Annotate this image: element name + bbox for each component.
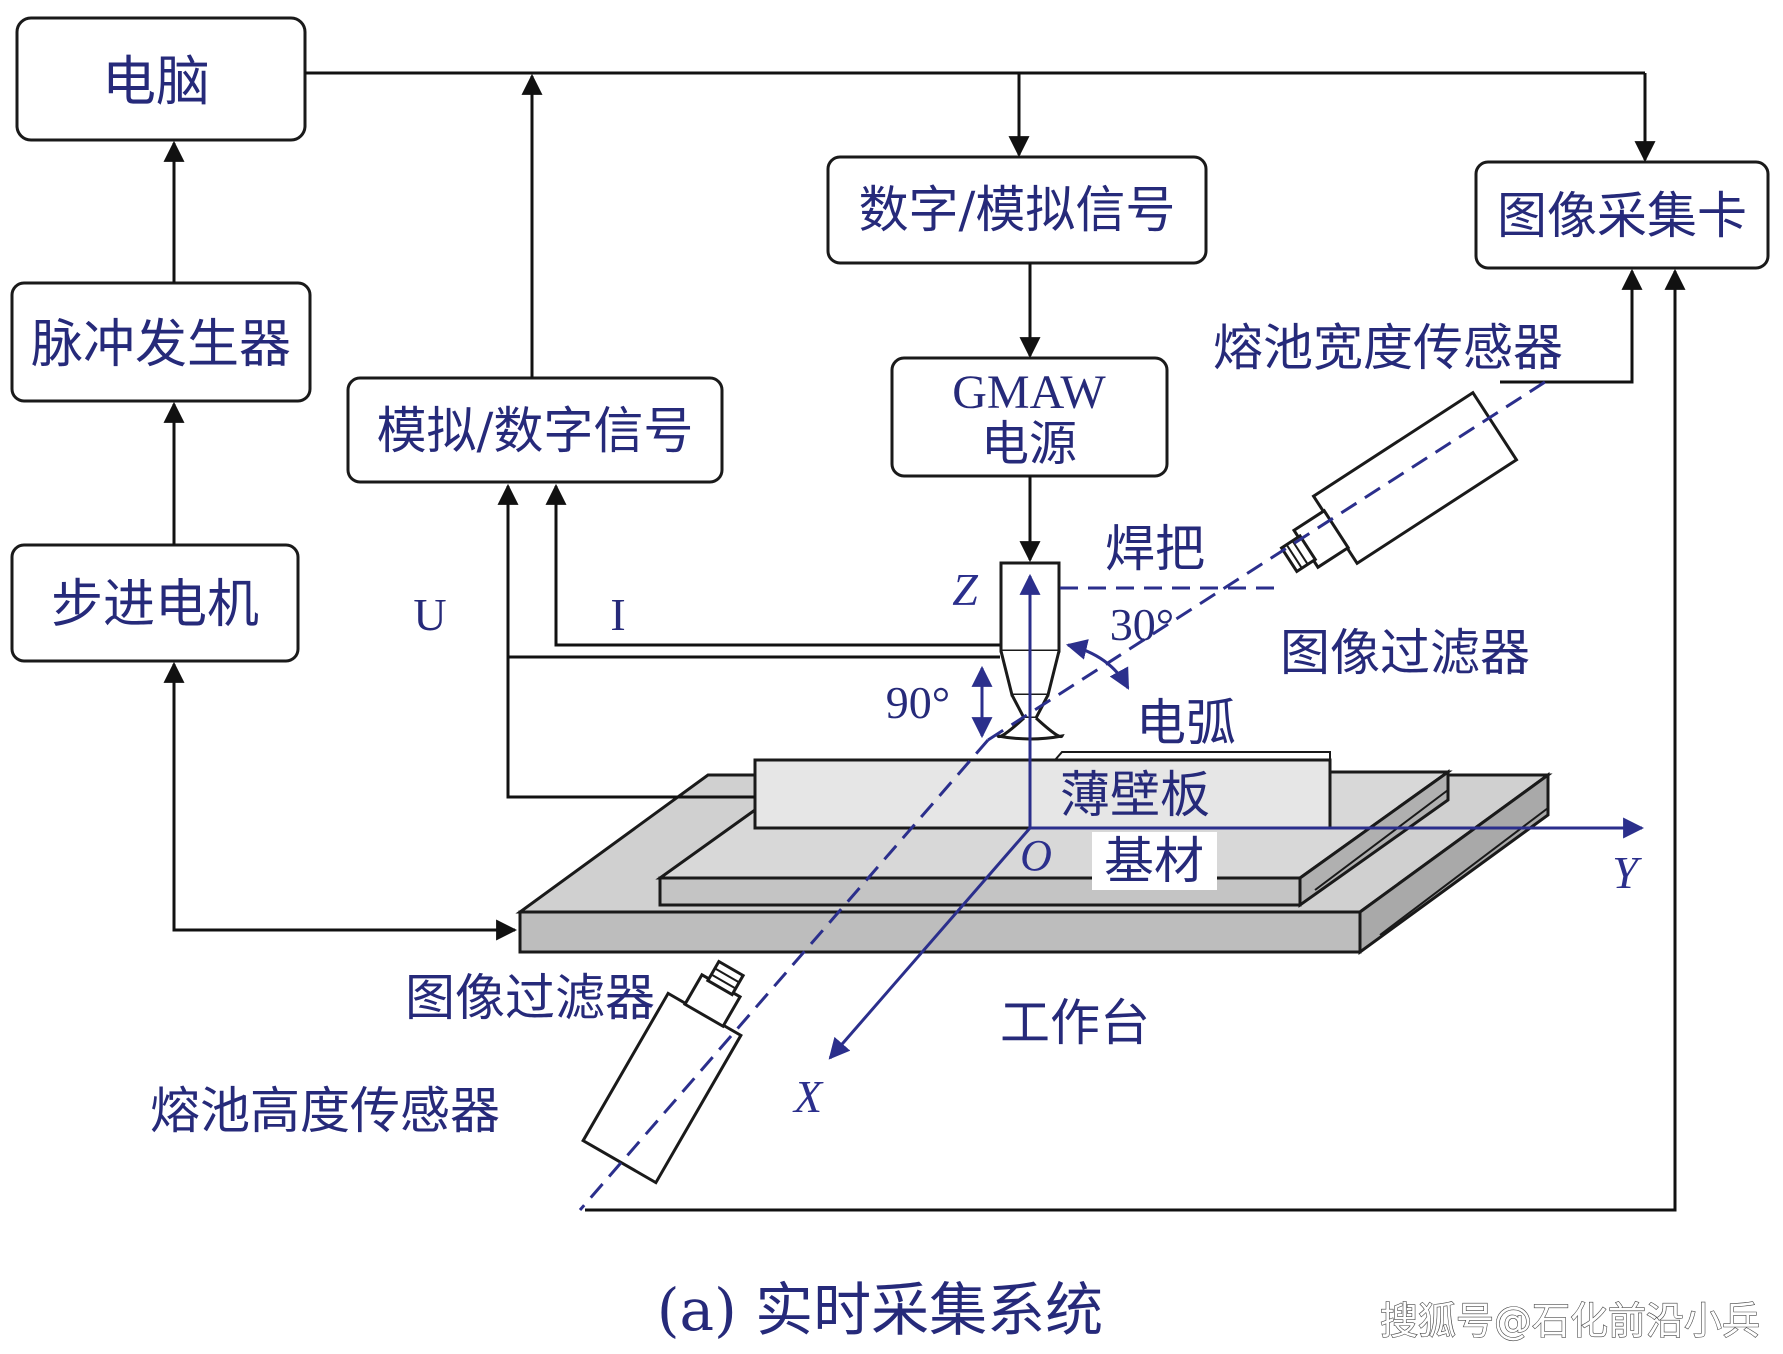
caption: (a) 实时采集系统 — [657, 1276, 1103, 1344]
width-sensor-label: 熔池宽度传感器 — [1213, 319, 1563, 377]
thin-wall-plate — [753, 751, 1332, 830]
stepper-motor-label: 步进电机 — [51, 575, 259, 635]
image-card-label: 图像采集卡 — [1497, 187, 1747, 245]
angle-90-label: 90° — [886, 677, 950, 728]
stepper-motor-box — [10, 543, 300, 663]
pulse-generator-label: 脉冲发生器 — [31, 315, 291, 375]
coordinate-axes — [578, 380, 1645, 1211]
ad-signal-box — [346, 376, 724, 484]
origin-label: O — [1020, 831, 1052, 880]
filter-right-label: 图像过滤器 — [1280, 624, 1530, 682]
height-sensor-label: 熔池高度传感器 — [150, 1082, 500, 1140]
height-sensor-graphic — [581, 959, 746, 1185]
power-label: 电源 — [981, 416, 1077, 472]
substrate-label-bg — [1092, 832, 1217, 890]
image-card-box — [1474, 160, 1770, 270]
watermark: 搜狐号@石化前沿小兵 — [1380, 1299, 1760, 1343]
computer-label: 电脑 — [102, 50, 210, 113]
width-sensor-graphic — [1279, 390, 1519, 574]
da-signal-label: 数字/模拟信号 — [859, 181, 1176, 239]
thin-wall-label: 薄壁板 — [1060, 766, 1210, 824]
connections — [163, 71, 1686, 1212]
ad-signal-label: 模拟/数字信号 — [377, 402, 694, 460]
arc-label: 电弧 — [1136, 694, 1236, 752]
gmaw-label: GMAW — [952, 366, 1106, 419]
voltage-label: U — [413, 589, 446, 640]
substrate-label: 基材 — [1104, 832, 1204, 890]
axis-y-label: Y — [1612, 847, 1642, 898]
filter-left-label: 图像过滤器 — [405, 969, 655, 1027]
computer-box — [15, 16, 307, 142]
current-label: I — [610, 589, 625, 640]
pulse-generator-box — [10, 281, 312, 403]
angle-30-label: 30° — [1110, 599, 1174, 650]
torch-label: 焊把 — [1105, 520, 1205, 578]
axis-z-label: Z — [952, 564, 978, 615]
axis-x-label: X — [792, 1071, 824, 1122]
worktable-label: 工作台 — [1000, 994, 1150, 1052]
